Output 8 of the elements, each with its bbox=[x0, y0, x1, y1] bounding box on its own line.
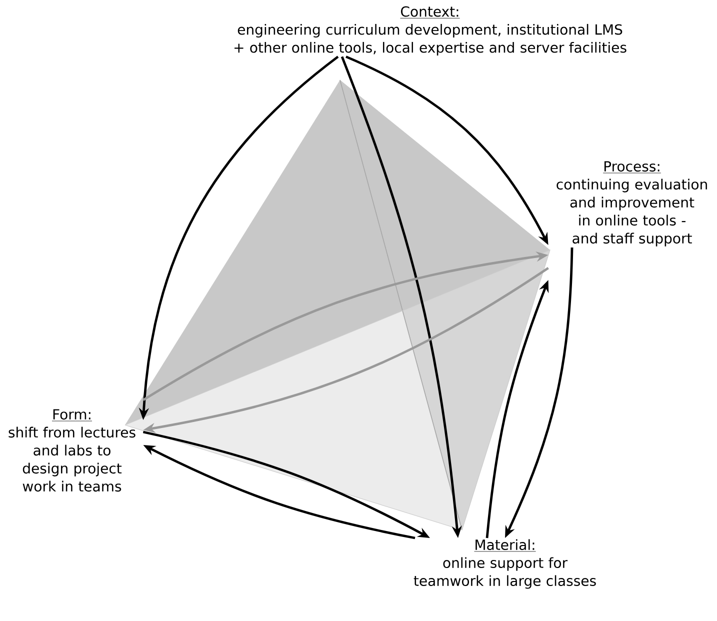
description: shift from lectures and labs to design project work in teams bbox=[8, 426, 136, 492]
description: continuing evaluation and improvement in online tools - and staff support bbox=[556, 178, 707, 246]
description: online support for teamwork in large classes bbox=[414, 557, 596, 589]
heading: Process: bbox=[602, 161, 662, 174]
description: engineering curriculum development, institutional LMS + other online tools, local expertise and server facilities bbox=[234, 24, 626, 56]
heading: Context: bbox=[400, 6, 460, 18]
heading: Form: bbox=[52, 409, 92, 422]
heading: Material: bbox=[474, 539, 536, 552]
